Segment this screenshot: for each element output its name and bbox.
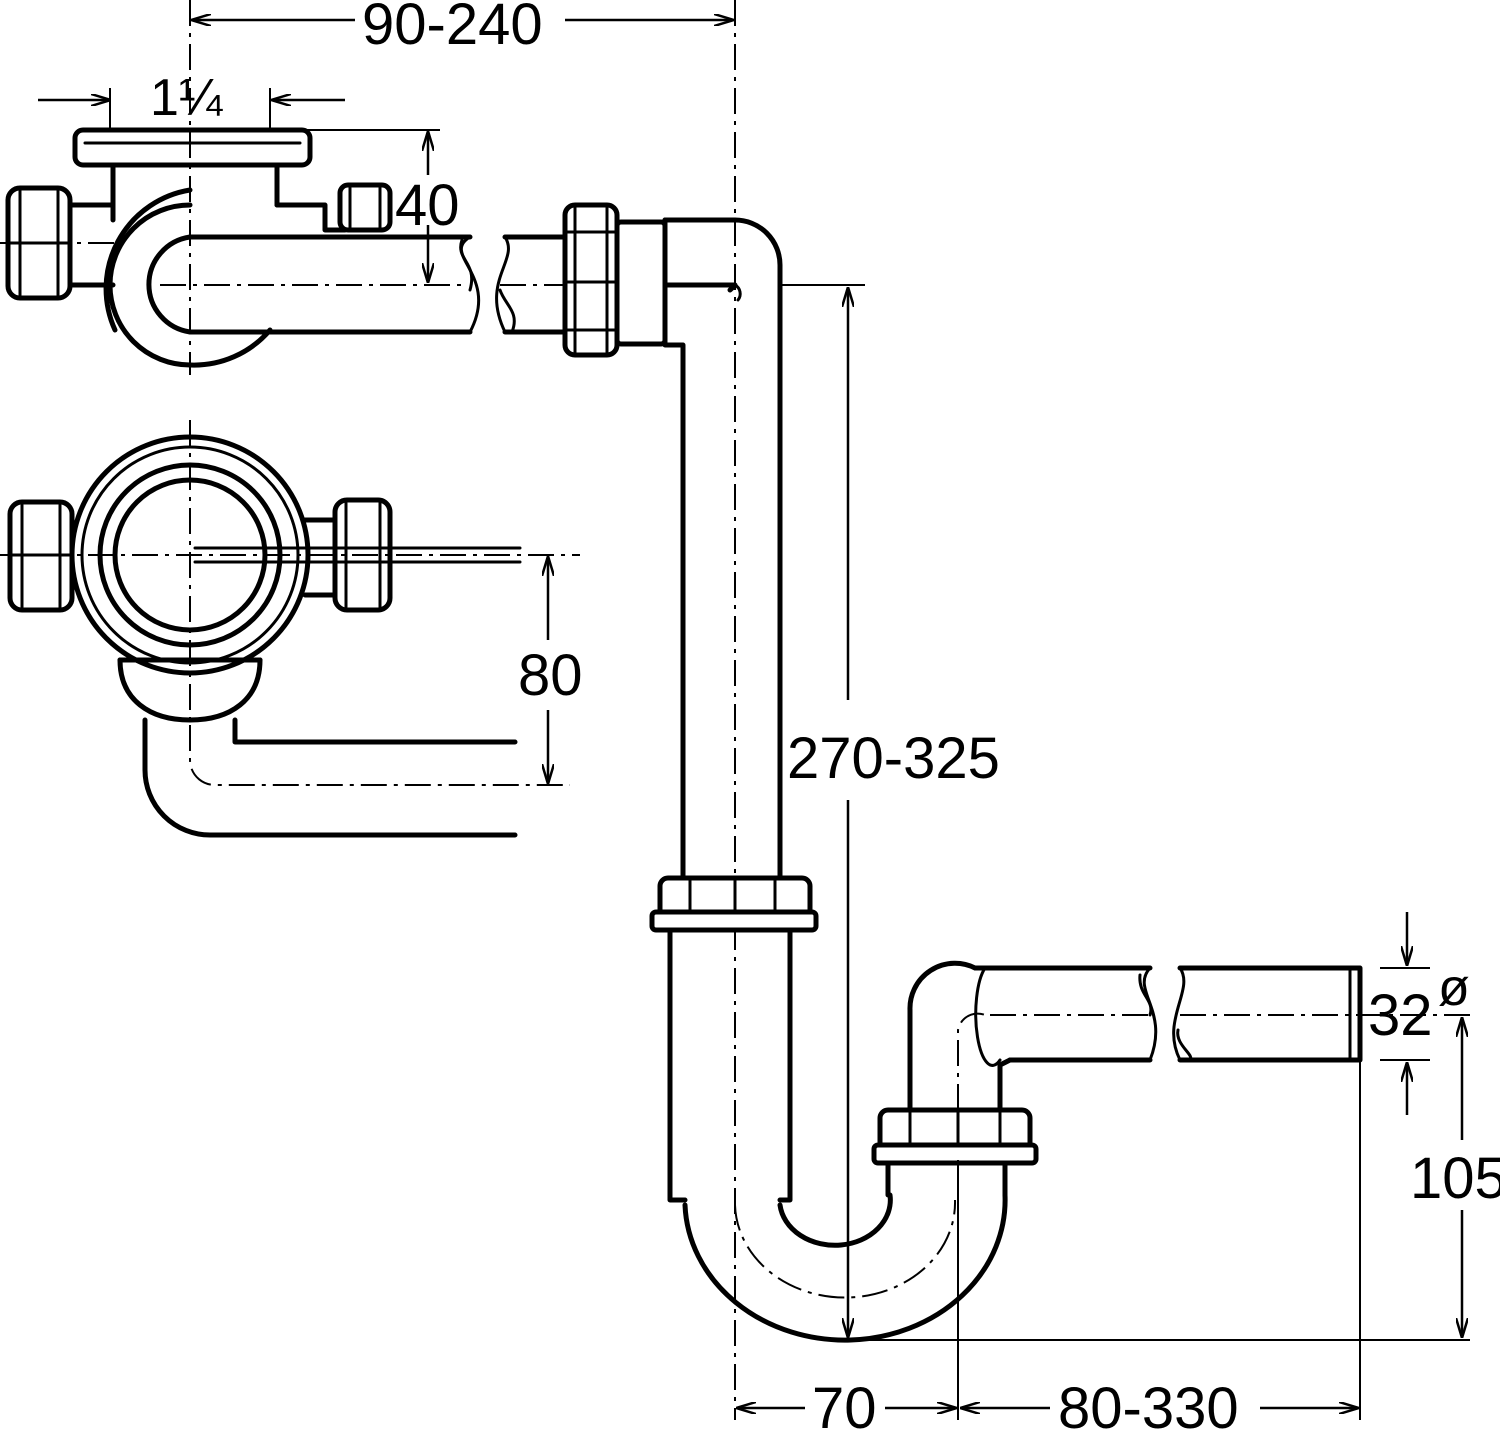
vertical-pipe-nut bbox=[649, 875, 819, 933]
dim-outlet-diameter: 32 bbox=[1368, 983, 1433, 1048]
overflow-side-view bbox=[0, 420, 580, 838]
dim-outlet-offset: 90-240 bbox=[362, 0, 543, 57]
drain-flange bbox=[72, 127, 313, 168]
dim-thread-size: 1¼ bbox=[150, 69, 223, 127]
diameter-symbol: ø bbox=[1438, 959, 1470, 1017]
dim-vertical-length: 270-325 bbox=[787, 726, 1000, 791]
overflow-nut bbox=[337, 182, 393, 233]
trap-nut bbox=[871, 1107, 1039, 1166]
dim-inlet-drop: 40 bbox=[395, 173, 460, 238]
inlet-union-nut bbox=[562, 202, 668, 358]
outlet-pipe bbox=[974, 965, 1475, 1067]
dim-trap-offset: 70 bbox=[812, 1376, 877, 1432]
inlet-pipe-segment bbox=[495, 234, 568, 335]
dimension-labels: 90-240 1¼ 40 80 270-325 32 ø 105 70 80-3… bbox=[150, 0, 1500, 1432]
trap-bend bbox=[667, 927, 1039, 1343]
vertical-pipe bbox=[562, 0, 783, 1420]
waste-valve-side-view bbox=[0, 0, 481, 375]
extension-lines bbox=[109, 88, 1470, 1420]
dim-outlet-length: 80-330 bbox=[1058, 1376, 1239, 1432]
dim-outlet-height: 105 bbox=[1410, 1146, 1500, 1211]
dim-overflow-height: 80 bbox=[518, 643, 583, 708]
dimension-lines bbox=[38, 20, 1462, 1408]
